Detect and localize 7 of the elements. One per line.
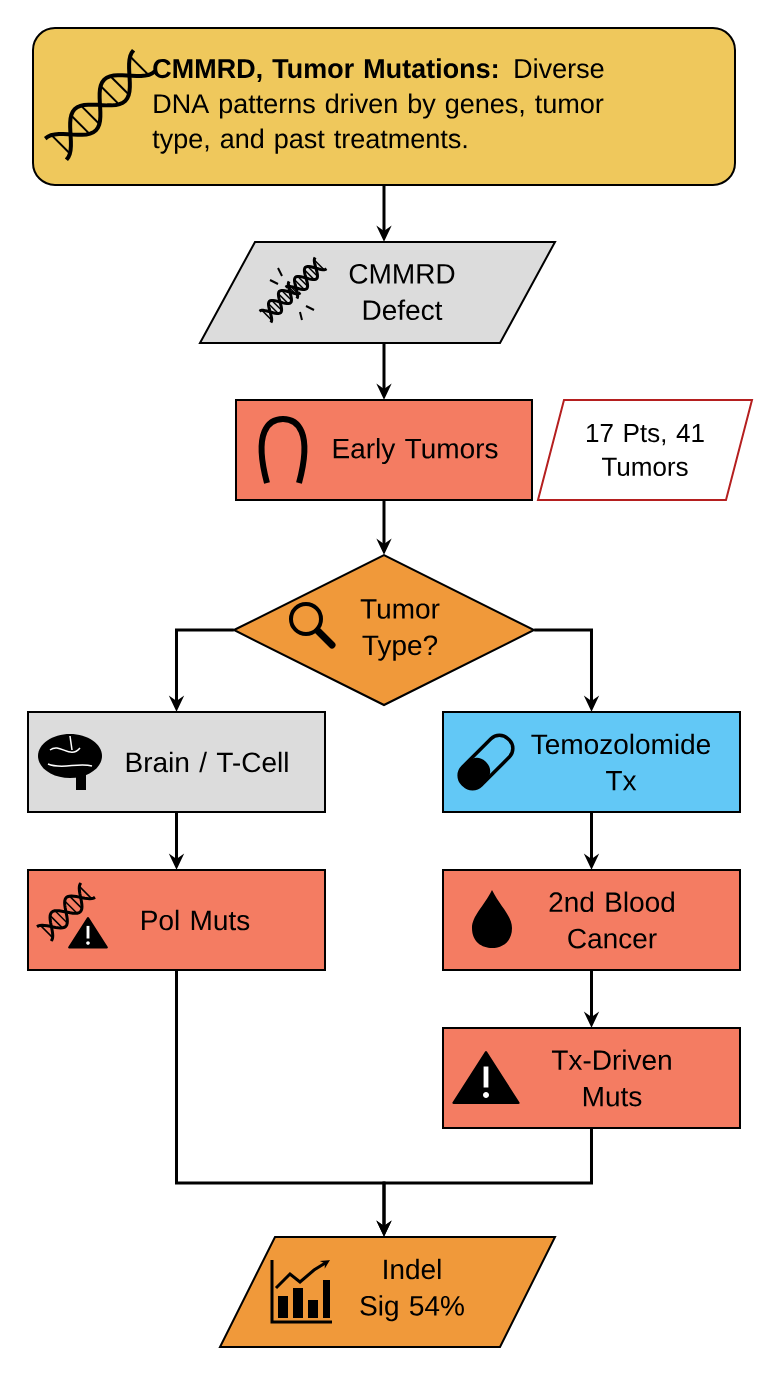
process-box: Early Tumors [235,399,533,501]
process-box: Pol Muts [27,869,326,971]
process-box: 2nd Blood Cancer [442,869,741,971]
process-box: Tx-Driven Muts [442,1027,741,1129]
process-box: Temozolomide Tx [442,711,741,813]
process-box: Brain / T-Cell [27,711,326,813]
title-box: CMMRD, Tumor Mutations: Diverse DNA patterns driven by genes, tumor type, and past treatments. [32,27,736,186]
